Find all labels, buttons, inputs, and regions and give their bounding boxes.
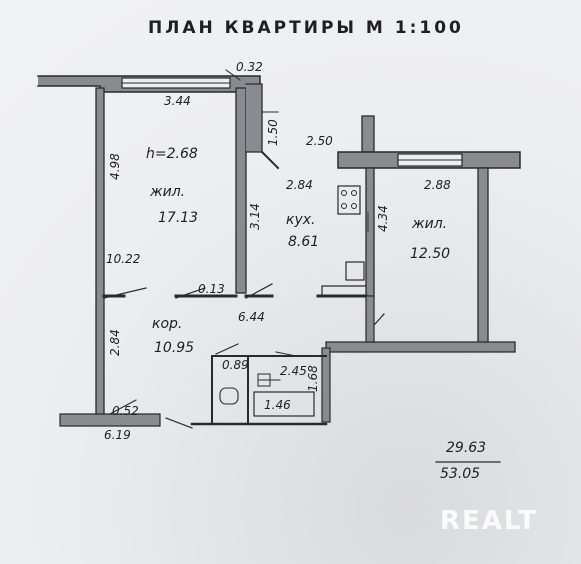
dim-2-50: 2.50	[306, 134, 333, 148]
toilet	[219, 387, 239, 405]
dim-2-84-corridor: 2.84	[108, 329, 122, 356]
dim-4-34: 4.34	[376, 205, 390, 232]
living1-label: жил.	[150, 184, 186, 200]
living1-height: h=2.68	[146, 146, 198, 162]
living2-label: жил.	[412, 216, 448, 232]
kitchen-area: 8.61	[288, 234, 320, 250]
wall-stub-top	[245, 83, 263, 153]
dim-1-68: 1.68	[306, 365, 320, 392]
kitchen-counter	[321, 285, 367, 297]
dim-10-22: 10.22	[106, 252, 141, 266]
kitchen-sink	[345, 261, 365, 281]
wall-kitchen-bottom	[365, 295, 375, 343]
dim-0-32: 0.32	[236, 60, 263, 74]
wall-bottom	[59, 413, 161, 427]
kitchen-stove	[337, 185, 361, 215]
wall-living1-kitchen	[235, 87, 247, 294]
bathtub	[253, 391, 315, 417]
wall-kitchen-living2	[365, 167, 375, 299]
wall-bottom-living2	[325, 341, 516, 353]
dim-1-46: 1.46	[264, 398, 291, 412]
dim-2-45: 2.45	[280, 364, 307, 378]
total-area: 53.05	[440, 466, 481, 482]
dim-0-52: 0.52	[112, 404, 139, 418]
living2-area: 12.50	[410, 246, 451, 262]
dim-6-19: 6.19	[104, 428, 131, 442]
dim-0-13: 0.13	[198, 282, 225, 296]
column-top	[361, 115, 375, 153]
living1-area: 17.13	[158, 210, 199, 226]
kitchen-label: кух.	[286, 212, 316, 228]
dim-3-14: 3.14	[248, 203, 262, 230]
dim-2-88: 2.88	[424, 178, 451, 192]
plan-title: ПЛАН КВАРТИРЫ М 1:100	[148, 18, 464, 38]
dim-4-98: 4.98	[108, 153, 122, 180]
dim-1-50: 1.50	[266, 119, 280, 146]
wall-right	[477, 167, 489, 351]
bathroom-block-wall	[321, 347, 331, 423]
total-living-area: 29.63	[446, 440, 487, 456]
wall-left	[95, 87, 105, 417]
corridor-label: кор.	[152, 316, 183, 332]
dim-2-84-kitchen: 2.84	[286, 178, 313, 192]
dim-0-89: 0.89	[222, 358, 249, 372]
corridor-area: 10.95	[154, 340, 195, 356]
dim-3-44: 3.44	[164, 94, 191, 108]
dim-6-44: 6.44	[238, 310, 265, 324]
realt-watermark-logo: REALT	[440, 506, 538, 536]
